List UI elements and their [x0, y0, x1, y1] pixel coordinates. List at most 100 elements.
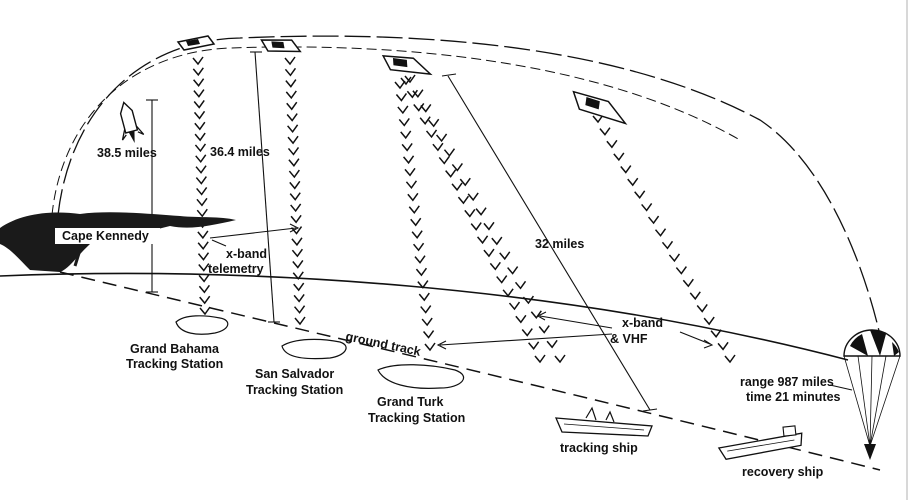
- altitude-marker-2: [250, 51, 280, 323]
- chevron-mark: [415, 267, 428, 277]
- chevron-mark: [599, 127, 611, 136]
- spacecraft-icon-3: [381, 55, 433, 76]
- chevron-mark: [195, 165, 207, 174]
- recovery-ship-icon: [717, 425, 803, 460]
- chevron-mark: [717, 341, 729, 351]
- telemetry-arrows: [209, 223, 300, 247]
- chevron-mark: [405, 180, 418, 190]
- chevron-mark: [514, 280, 527, 290]
- chevron-mark: [451, 182, 463, 192]
- chevron-mark: [724, 354, 736, 364]
- san-salvador-island: [281, 338, 347, 360]
- chevron-mark: [291, 248, 304, 258]
- chevron-mark: [522, 295, 535, 305]
- chevron-mark: [534, 354, 546, 364]
- xband-vhf-label-2: & VHF: [610, 332, 648, 346]
- grand-bahama-label-1: Grand Bahama: [130, 342, 220, 356]
- grand-bahama-label-2: Tracking Station: [126, 357, 223, 371]
- chevron-mark: [508, 301, 521, 311]
- chevron-mark: [287, 135, 299, 145]
- signal-beam-2: [284, 56, 306, 326]
- xband-telemetry-label-2: telemetry: [208, 262, 264, 276]
- chevron-mark: [592, 114, 604, 124]
- grand-turk-label-1: Grand Turk: [377, 395, 443, 409]
- chevron-mark: [521, 328, 533, 337]
- chevron-mark: [195, 154, 207, 164]
- chevron-mark: [286, 113, 298, 122]
- chevron-mark: [438, 155, 450, 165]
- chevron-mark: [293, 305, 306, 314]
- chevron-mark: [292, 260, 304, 269]
- horizon-line: [0, 272, 849, 361]
- tracking-ship-label: tracking ship: [560, 441, 638, 455]
- chevron-mark: [421, 317, 433, 327]
- chevron-mark: [197, 230, 209, 240]
- chevron-mark: [613, 152, 625, 162]
- chevron-mark: [199, 295, 211, 305]
- chevron-mark: [284, 56, 296, 66]
- chevron-mark: [502, 288, 514, 298]
- chevron-mark: [195, 176, 207, 185]
- chevron-mark: [285, 79, 297, 88]
- signal-beam-3c: [404, 74, 566, 364]
- chevron-mark: [703, 316, 715, 326]
- chevron-mark: [198, 263, 210, 272]
- recovery-ship-label: recovery ship: [742, 465, 824, 479]
- altitude-label-1: 38.5 miles: [97, 146, 157, 160]
- chevron-mark: [412, 89, 424, 98]
- chevron-mark: [193, 100, 205, 109]
- chevron-mark: [198, 284, 211, 294]
- chevron-mark: [424, 342, 436, 352]
- san-salvador-label-1: San Salvador: [255, 367, 334, 381]
- chevron-mark: [682, 278, 694, 288]
- chevron-mark: [400, 130, 412, 140]
- vhf-arrows: [436, 311, 714, 350]
- chevron-mark: [483, 248, 495, 258]
- chevron-mark: [288, 158, 300, 167]
- chevron-mark: [198, 273, 210, 283]
- chevron-mark: [696, 304, 708, 313]
- chevron-mark: [459, 177, 471, 187]
- range-pointer: [829, 384, 853, 391]
- chevron-mark: [193, 78, 205, 87]
- chevron-mark: [406, 89, 418, 99]
- signal-beam-3a: [394, 80, 436, 352]
- chevron-mark: [428, 118, 440, 128]
- chevron-mark: [285, 90, 297, 100]
- chevron-mark: [395, 93, 408, 102]
- signal-beam-4: [592, 114, 736, 364]
- spacecraft-icon-2: [260, 39, 302, 53]
- chevron-mark: [648, 215, 660, 225]
- chevron-mark: [675, 266, 687, 275]
- chevron-mark: [411, 230, 423, 239]
- altitude-marker-1: [146, 99, 158, 293]
- chevron-mark: [417, 280, 429, 289]
- chevron-mark: [418, 292, 430, 302]
- chevron-mark: [400, 76, 412, 86]
- rocket-icon: [119, 101, 145, 144]
- chevron-mark: [507, 266, 519, 275]
- chevron-mark: [196, 197, 208, 207]
- chevron-mark: [401, 142, 413, 152]
- chevron-mark: [419, 116, 431, 125]
- chevron-mark: [436, 133, 448, 143]
- chevron-mark: [499, 251, 511, 261]
- chevron-mark: [192, 67, 204, 77]
- xband-telemetry-label-1: x-band: [226, 247, 267, 261]
- chevron-mark: [194, 143, 207, 153]
- trajectory-arc-outer: [57, 35, 881, 336]
- chevron-mark: [627, 177, 639, 187]
- chevron-mark: [284, 67, 297, 77]
- chevron-mark: [290, 214, 302, 224]
- chevron-mark: [293, 293, 305, 303]
- grand-turk-label-2: Tracking Station: [368, 411, 465, 425]
- chevron-mark: [483, 221, 495, 231]
- chevron-mark: [199, 306, 211, 316]
- chevron-mark: [287, 146, 300, 156]
- chevron-mark: [293, 282, 305, 292]
- chevron-mark: [413, 103, 425, 112]
- time-label: time 21 minutes: [746, 390, 841, 404]
- chevron-mark: [289, 180, 301, 190]
- chevron-mark: [654, 228, 667, 237]
- chevron-mark: [467, 192, 479, 202]
